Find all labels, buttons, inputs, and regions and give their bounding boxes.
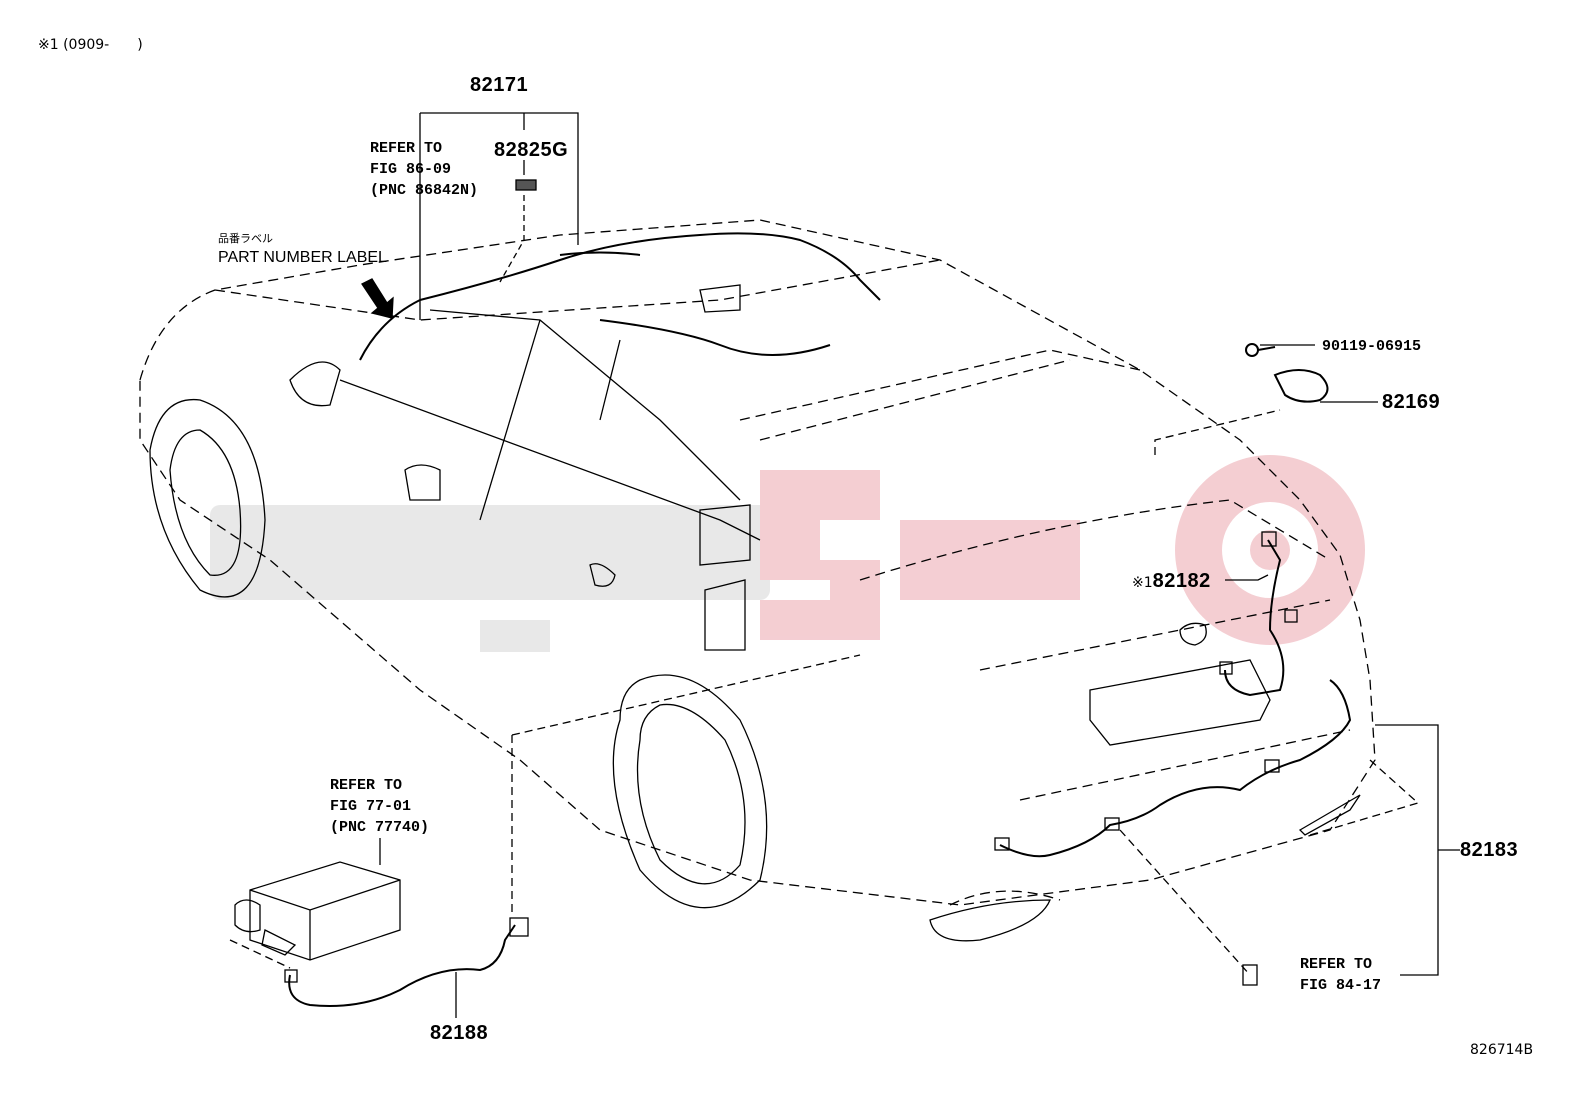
refer-line: FIG 86-09 [370,161,452,178]
part-label-arrow-icon [361,278,394,319]
callout-90119-06915[interactable]: 90119-06915 [1322,338,1422,355]
car-solid-lines [149,284,1361,942]
refer-line: FIG 84-17 [1300,977,1382,994]
diagram-code: 826714B [1470,1042,1534,1058]
part-label-jp: 品番ラベル [218,232,273,245]
callout-82825G[interactable]: 82825G [494,139,569,161]
car-outline [139,219,1376,906]
refer-fig-77-01: REFER TO FIG 77-01 (PNC 77740) [330,775,429,838]
harness-82182 [1224,539,1285,697]
harness-82188 [288,924,516,1007]
connector-82183-end [284,531,1298,986]
callout-82182[interactable]: 82182 [1152,570,1211,592]
leader-82171 [420,112,579,245]
refer-fig-84-17: REFER TO FIG 84-17 [1300,954,1381,996]
harness-82171 [359,232,881,361]
callout-82171[interactable]: 82171 [470,74,529,96]
refer-line: (PNC 86842N) [370,182,479,199]
refer-line: REFER TO [1300,956,1373,973]
callout-82188[interactable]: 82188 [430,1022,489,1044]
variant-mark: ※1 [1132,575,1153,591]
callout-82182-group[interactable]: ※182182 [1132,571,1211,591]
refer-line: (PNC 77740) [330,819,430,836]
variant-note: ※1 (0909- ) [38,37,143,53]
part-label-en: PART NUMBER LABEL [218,249,387,266]
harness-82183 [999,679,1352,858]
connector-82825G [515,179,537,191]
leader-82183 [1375,724,1439,976]
watermark-logo [210,455,1365,652]
callout-82183[interactable]: 82183 [1460,839,1519,861]
refer-line: REFER TO [370,140,443,157]
callout-82169[interactable]: 82169 [1382,391,1441,413]
charcoal-canister [234,861,401,961]
refer-line: REFER TO [330,777,403,794]
refer-line: FIG 77-01 [330,798,412,815]
harness-82169 [1245,343,1329,403]
refer-fig-86-09: REFER TO FIG 86-09 (PNC 86842N) [370,138,478,201]
